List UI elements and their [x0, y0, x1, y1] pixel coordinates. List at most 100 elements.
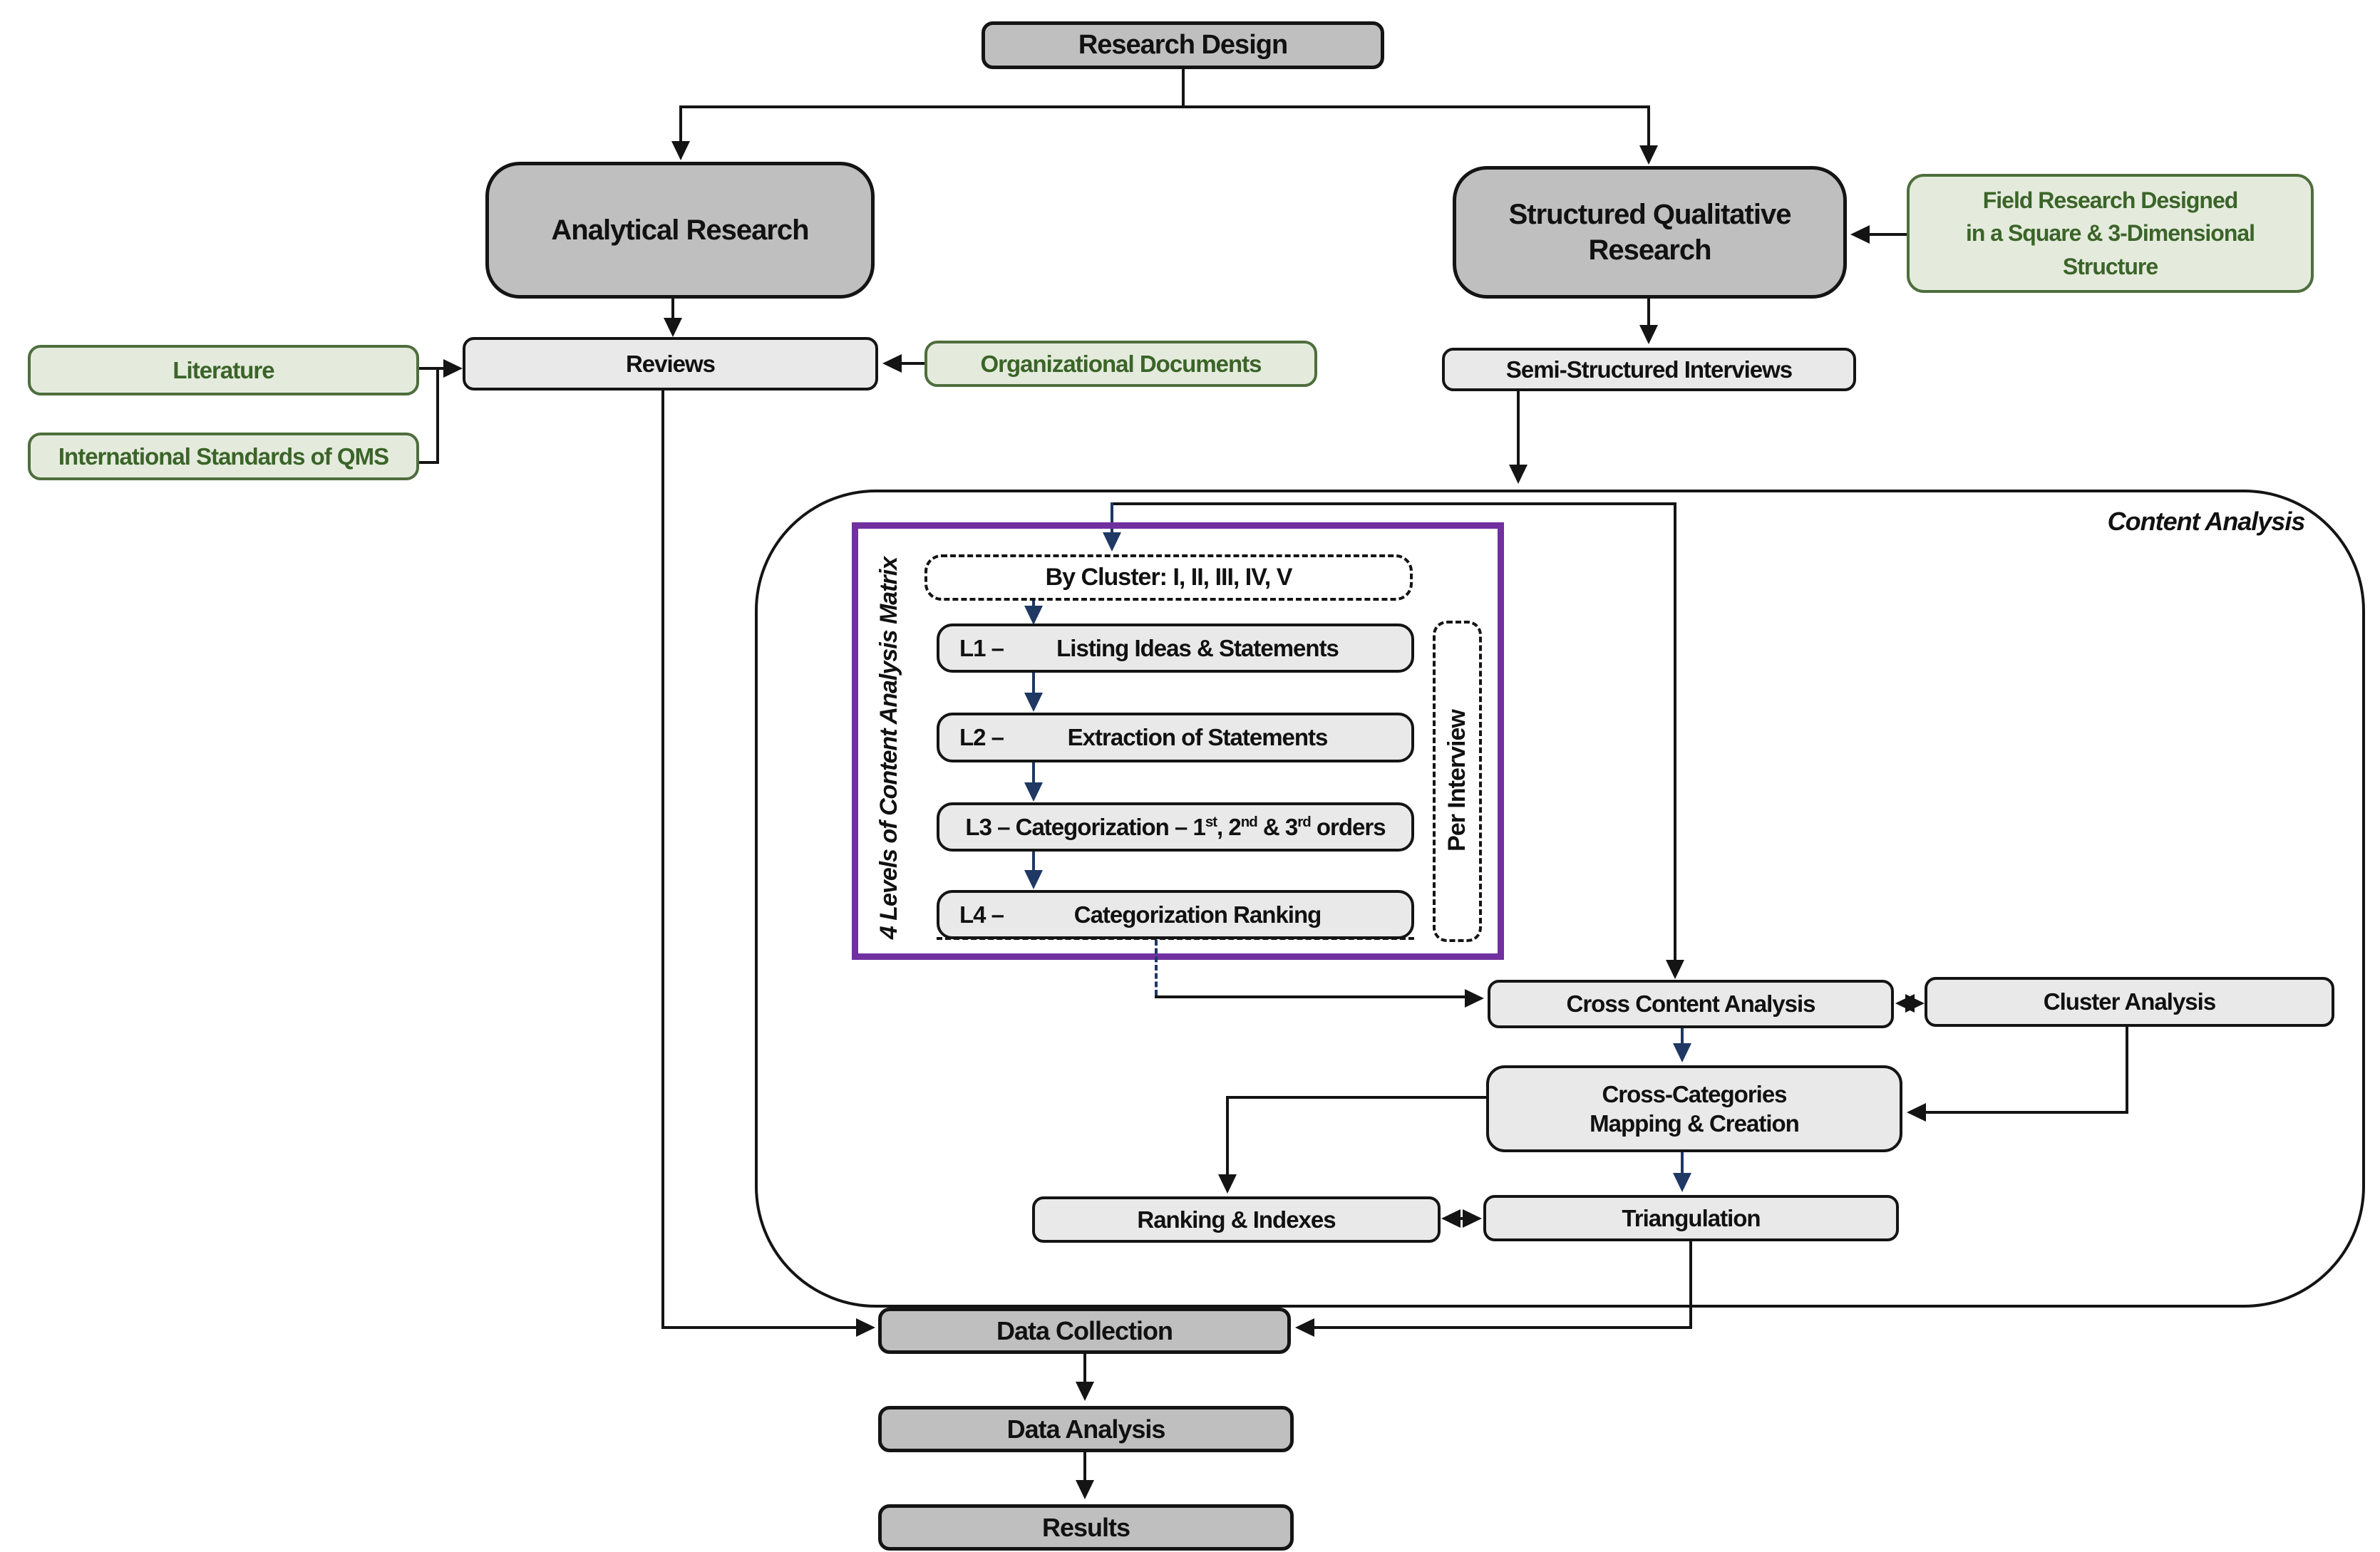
node-field-research-line3: Structure	[2062, 253, 2158, 279]
connector-literature-out	[419, 367, 439, 370]
connector-drop-to-cca	[1674, 502, 1676, 962]
node-data-analysis: Data Analysis	[878, 1406, 1294, 1452]
arrowhead-da-to-results	[1076, 1480, 1094, 1499]
connector-drop-to-bycluster	[1111, 502, 1113, 534]
node-l1-label: Listing Ideas & Statements	[1056, 634, 1339, 661]
node-qms-label: International Standards of QMS	[58, 443, 389, 470]
node-l2: L2 – Extraction of Statements	[937, 713, 1414, 762]
connector-rd-split	[681, 105, 1650, 108]
arrowhead-into-reviews-left	[443, 359, 463, 378]
node-data-collection: Data Collection	[878, 1308, 1291, 1354]
arrowhead-matrix-to-cca	[1465, 989, 1484, 1008]
connector-l3-l4	[1032, 852, 1035, 873]
arrowhead-to-sqr	[1639, 145, 1658, 165]
node-cca-label: Cross Content Analysis	[1566, 990, 1815, 1018]
arrowhead-reviews-to-dc	[856, 1318, 875, 1337]
connector-field-to-sqr	[1866, 233, 1907, 236]
node-l2-label: Extraction of Statements	[1067, 724, 1329, 751]
node-structured-qualitative-research: Structured Qualitative Research	[1453, 166, 1847, 299]
node-ranking-indexes: Ranking & Indexes	[1032, 1196, 1441, 1243]
connector-cluster-drop	[2126, 1027, 2128, 1114]
node-organizational-documents: Organizational Documents	[924, 341, 1317, 387]
node-cross-content-analysis: Cross Content Analysis	[1488, 980, 1894, 1028]
node-sqr-line1: Structured Qualitative	[1508, 199, 1792, 230]
arrowhead-rank-tri-right	[1463, 1209, 1482, 1228]
node-l3-label: L3 – Categorization – 1st, 2nd & 3rd ord…	[965, 813, 1386, 840]
arrowhead-l3-l4	[1024, 870, 1043, 889]
node-l4-label: Categorization Ranking	[1073, 901, 1322, 928]
connector-sqr-to-interviews	[1647, 299, 1650, 327]
arrowhead-cca-to-crosscat	[1673, 1043, 1691, 1062]
node-triangulation: Triangulation	[1483, 1195, 1899, 1241]
node-literature-label: Literature	[172, 356, 274, 383]
arrowhead-l1-l2	[1024, 693, 1043, 712]
connector-triangulation-left	[1314, 1326, 1692, 1329]
node-triangulation-label: Triangulation	[1622, 1204, 1761, 1231]
arrowhead-l2-l3	[1024, 782, 1043, 802]
arrowhead-sqr-to-interviews	[1639, 325, 1658, 344]
node-semi-structured-interviews: Semi-Structured Interviews	[1442, 348, 1856, 391]
connector-orgdocs-to-reviews	[900, 362, 924, 365]
node-org-docs-label: Organizational Documents	[980, 350, 1262, 377]
connector-cca-to-crosscat	[1681, 1028, 1684, 1045]
content-analysis-label: Content Analysis	[2088, 503, 2324, 539]
node-l2-prefix: L2 –	[959, 724, 1004, 751]
node-cluster-label: Cluster Analysis	[2043, 988, 2216, 1015]
matrix-rotated-label-text: 4 Levels of Content Analysis Matrix	[875, 557, 902, 940]
arrowhead-analytical-to-reviews	[664, 318, 682, 337]
node-results: Results	[878, 1504, 1294, 1551]
node-l4: L4 – Categorization Ranking	[937, 890, 1414, 939]
node-field-research: Field Research Designed in a Square & 3-…	[1907, 174, 2314, 293]
arrowhead-cca-cluster-right	[1905, 994, 1925, 1013]
arrowhead-field-to-sqr	[1850, 225, 1870, 244]
connector-crosscat-down	[1226, 1096, 1229, 1176]
node-analytical-research-label: Analytical Research	[551, 214, 809, 246]
connector-da-to-results	[1083, 1452, 1086, 1482]
node-reviews: Reviews	[463, 337, 878, 390]
node-by-cluster: By Cluster: I, II, III, IV, V	[924, 554, 1413, 601]
arrowhead-cluster-to-crosscat	[1907, 1103, 1926, 1122]
arrowhead-triangulation-to-dc	[1295, 1318, 1314, 1337]
connector-ranking-triangulation	[1447, 1217, 1477, 1220]
node-l4-prefix: L4 –	[959, 901, 1004, 928]
connector-matrix-to-cca	[1155, 995, 1465, 998]
arrowhead-orgdocs-to-reviews	[882, 354, 902, 373]
per-interview-rotated-label: Per Interview	[1434, 622, 1480, 939]
connector-bracket-vertical	[436, 367, 439, 464]
connector-l2-l3	[1032, 762, 1035, 785]
arrowhead-dc-to-da	[1076, 1382, 1094, 1401]
connector-rd-left	[679, 105, 682, 143]
node-ranking-label: Ranking & Indexes	[1137, 1206, 1336, 1233]
node-research-design: Research Design	[982, 21, 1384, 69]
arrowhead-rank-tri-left	[1441, 1209, 1461, 1228]
connector-crosscat-left	[1226, 1096, 1486, 1099]
node-field-research-line1: Field Research Designed	[1982, 187, 2239, 213]
node-field-research-line2: in a Square & 3-Dimensional	[1965, 220, 2255, 247]
connector-qms-out	[419, 461, 439, 464]
connector-bracket-to-reviews	[436, 367, 446, 370]
connector-rd-stem	[1182, 69, 1185, 105]
node-crosscat-line2: Mapping & Creation	[1590, 1110, 1800, 1137]
node-interviews-label: Semi-Structured Interviews	[1505, 356, 1793, 383]
node-data-analysis-label: Data Analysis	[1006, 1414, 1166, 1444]
node-l1: L1 – Listing Ideas & Statements	[937, 624, 1414, 673]
connector-analytical-to-reviews	[671, 299, 674, 320]
node-per-interview	[1433, 621, 1482, 942]
arrowhead-bycluster-l1	[1024, 606, 1043, 625]
node-sqr-line2: Research	[1588, 234, 1711, 266]
connector-rd-right	[1647, 105, 1650, 146]
node-cross-categories: Cross-Categories Mapping & Creation	[1486, 1065, 1902, 1152]
matrix-frame	[852, 522, 1504, 960]
node-l3: L3 – Categorization – 1st, 2nd & 3rd ord…	[937, 802, 1414, 852]
connector-bycluster-l1	[1032, 601, 1035, 609]
arrowhead-drop-to-bycluster	[1103, 532, 1121, 552]
arrowhead-to-analytical	[671, 141, 690, 160]
node-international-standards-qms: International Standards of QMS	[28, 433, 419, 480]
node-reviews-label: Reviews	[625, 350, 716, 377]
node-cluster-analysis: Cluster Analysis	[1925, 977, 2334, 1027]
node-data-collection-label: Data Collection	[996, 1316, 1173, 1345]
matrix-bottom-dashed-line	[937, 937, 1414, 940]
node-by-cluster-label: By Cluster: I, II, III, IV, V	[1045, 564, 1293, 591]
content-analysis-container	[755, 490, 2365, 1308]
